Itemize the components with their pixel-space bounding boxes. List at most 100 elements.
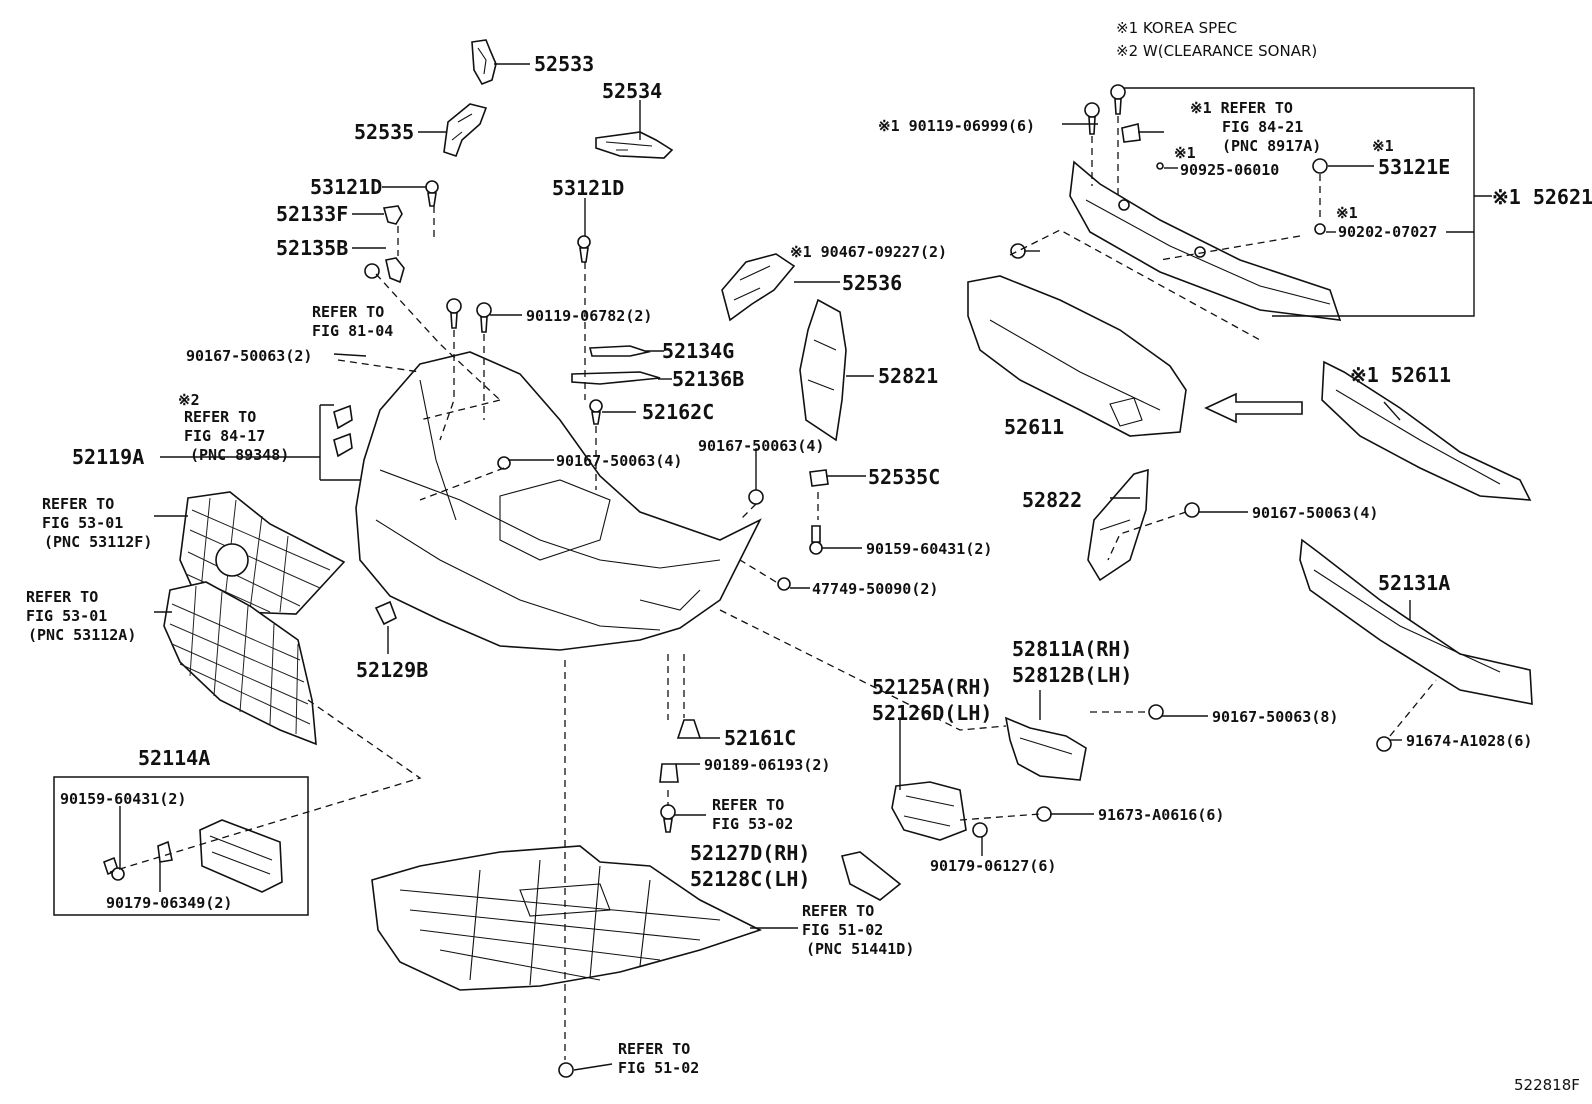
label-53121E: 53121E: [1378, 155, 1450, 179]
label-52127D: 52127D(RH): [690, 841, 810, 865]
screw-pair-refer-81-04: [446, 298, 492, 333]
label-90925-06010: 90925-06010: [1180, 161, 1279, 179]
part-52611-absorber-korea: [1321, 360, 1532, 501]
label-52535C: 52535C: [868, 465, 940, 489]
label-52611-a: 52611: [1004, 415, 1064, 439]
label-52129B: 52129B: [356, 658, 428, 682]
label-53121D-b: 53121D: [552, 176, 624, 200]
part-grille-53112F: [179, 491, 346, 615]
label-90189-06193: 90189-06193(2): [704, 756, 830, 774]
part-53121D-clip-center: [577, 235, 591, 263]
part-sonar-brackets: [333, 404, 353, 458]
fastener-top-right: [972, 84, 1392, 838]
label-refer-84-17-line3: (PNC 89348): [190, 446, 289, 464]
part-52534-bracket: [595, 131, 674, 159]
label-90925-note: ※1: [1174, 144, 1196, 162]
part-number-labels: 52533 52534 52535 53121D 52133F 52135B 5…: [26, 52, 1592, 1077]
label-refer-51-02d-line1: REFER TO: [802, 902, 874, 920]
part-52127D-52128C: [840, 851, 902, 901]
part-53121D-clip-left: [425, 180, 439, 207]
label-90467-09227: ※1 90467-09227(2): [790, 243, 947, 261]
label-52125A: 52125A(RH): [872, 675, 992, 699]
label-90159-60431-b: 90159-60431(2): [866, 540, 992, 558]
label-91674-A1028: 91674-A1028(6): [1406, 732, 1532, 750]
direction-arrow: [1204, 392, 1303, 424]
label-90167-50063-4b: 90167-50063(4): [698, 437, 824, 455]
label-refer-84-21-line3: (PNC 8917A): [1222, 137, 1321, 155]
label-52126D: 52126D(LH): [872, 701, 992, 725]
label-90167-50063-4c: 90167-50063(4): [1252, 504, 1378, 522]
label-refer-53-01a-line2: FIG 53-01: [26, 607, 107, 625]
label-91673-A0616: 91673-A0616(6): [1098, 806, 1224, 824]
label-52128C: 52128C(LH): [690, 867, 810, 891]
label-refer-51-02-line2: FIG 51-02: [618, 1059, 699, 1077]
label-refer-53-01f-line2: FIG 53-01: [42, 514, 123, 532]
label-90179-06349: 90179-06349(2): [106, 894, 232, 912]
label-53121E-note: ※1: [1372, 137, 1394, 155]
part-52129B-tow-cap: [374, 600, 398, 626]
part-52611-absorber: [967, 275, 1187, 437]
label-90167-50063-4a: 90167-50063(4): [556, 452, 682, 470]
label-refer-84-21-line2: FIG 84-21: [1222, 118, 1303, 136]
label-refer-51-02-line1: REFER TO: [618, 1040, 690, 1058]
label-53121D-a: 53121D: [310, 175, 382, 199]
label-52536: 52536: [842, 271, 902, 295]
label-90202-07027: 90202-07027: [1338, 223, 1437, 241]
label-refer-51-02d-line3: (PNC 51441D): [806, 940, 914, 958]
label-52822: 52822: [1022, 488, 1082, 512]
label-52611-b: ※1 52611: [1350, 363, 1451, 387]
part-52133F: [382, 205, 403, 225]
label-52135B: 52135B: [276, 236, 348, 260]
label-refer-53-02-line1: REFER TO: [712, 796, 784, 814]
figure-id: 522818F: [1514, 1076, 1580, 1094]
label-refer-84-17-line2: FIG 84-17: [184, 427, 265, 445]
label-refer-53-02-line2: FIG 53-02: [712, 815, 793, 833]
part-grille-53112A: [163, 581, 317, 746]
label-52131A: 52131A: [1378, 571, 1450, 595]
label-refer-53-01a-line3: (PNC 53112A): [28, 626, 136, 644]
part-under-cover-51441D: [371, 845, 763, 991]
part-52162C-clip: [589, 399, 603, 425]
label-90119-06999: ※1 90119-06999(6): [878, 117, 1035, 135]
label-refer-84-21-line1: ※1 REFER TO: [1190, 99, 1293, 117]
label-52621: ※1 52621: [1492, 185, 1592, 209]
part-52535-bracket: [443, 103, 488, 158]
label-47749-50090: 47749-50090(2): [812, 580, 938, 598]
label-52161C: 52161C: [724, 726, 796, 750]
part-52533-bracket: [471, 39, 497, 86]
part-52134G: [588, 345, 651, 357]
label-52533: 52533: [534, 52, 594, 76]
part-52136B: [571, 371, 661, 385]
label-52134G: 52134G: [662, 339, 734, 363]
label-90159-60431-a: 90159-60431(2): [60, 790, 186, 808]
label-90167-50063-2: 90167-50063(2): [186, 347, 312, 365]
label-52812B: 52812B(LH): [1012, 663, 1132, 687]
label-52136B: 52136B: [672, 367, 744, 391]
label-refer-53-01f-line1: REFER TO: [42, 495, 114, 513]
label-52811A: 52811A(RH): [1012, 637, 1132, 661]
label-refer-51-02d-line2: FIG 51-02: [802, 921, 883, 939]
label-90167-50063-8: 90167-50063(8): [1212, 708, 1338, 726]
label-52162C: 52162C: [642, 400, 714, 424]
label-90202-note: ※1: [1336, 204, 1358, 222]
part-52114A-license-box: [53, 776, 309, 916]
part-52811A-52812B: [1004, 716, 1087, 781]
header-notes: ※1 KOREA SPEC ※2 W(CLEARANCE SONAR): [1116, 19, 1317, 60]
label-refer-81-04-line1: REFER TO: [312, 303, 384, 321]
label-refer-84-17-line1: REFER TO: [184, 408, 256, 426]
part-52536-bracket: [721, 253, 796, 322]
part-52135B: [385, 257, 405, 284]
label-refer-53-01a-line1: REFER TO: [26, 588, 98, 606]
label-90119-06782: 90119-06782(2): [526, 307, 652, 325]
label-52534: 52534: [602, 79, 662, 103]
label-refer-53-01f-line3: (PNC 53112F): [44, 533, 152, 551]
label-52119A: 52119A: [72, 445, 144, 469]
part-52125A-52126D: [891, 781, 967, 841]
label-90179-06127: 90179-06127(6): [930, 857, 1056, 875]
leader-lines: [109, 63, 1492, 1071]
label-refer-84-17-note: ※2: [178, 391, 200, 409]
label-52133F: 52133F: [276, 202, 348, 226]
note-korea-spec: ※1 KOREA SPEC: [1116, 19, 1237, 37]
